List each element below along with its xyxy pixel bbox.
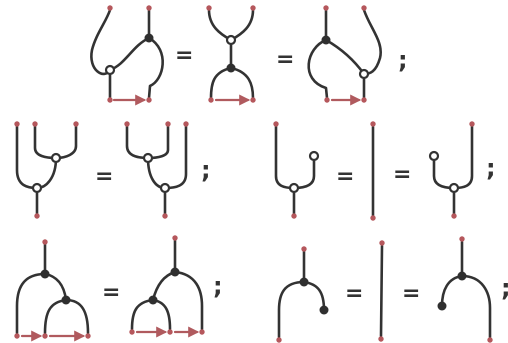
- row2-diagram-c: [273, 121, 320, 219]
- equals-sign: =: [175, 43, 193, 68]
- row2-diagram-a: [14, 121, 79, 219]
- equals-sign: =: [336, 164, 354, 189]
- semicolon: ;: [201, 156, 211, 184]
- row3-diagram-a: [14, 239, 91, 342]
- row2-identity-wire: [370, 121, 376, 221]
- equals-sign: =: [345, 281, 363, 306]
- row2-diagram-b: [124, 121, 189, 219]
- equals-sign: =: [276, 47, 294, 72]
- row3-identity-wire: [378, 240, 385, 342]
- row3-diagram-d: [437, 236, 493, 343]
- semicolon: ;: [501, 274, 508, 302]
- row1-diagram-b: [206, 5, 256, 106]
- row1-diagram-c: [307, 5, 382, 106]
- semicolon: ;: [213, 272, 223, 300]
- equals-sign: =: [393, 162, 411, 187]
- row2-diagram-d: [428, 121, 475, 219]
- row3-diagram-c: [276, 246, 329, 343]
- row1-diagram-a: [90, 5, 164, 106]
- semicolon: ;: [486, 154, 496, 182]
- equals-sign: =: [102, 280, 120, 305]
- equals-sign: =: [402, 281, 420, 306]
- row3-diagram-b: [129, 235, 205, 338]
- equals-sign: =: [95, 164, 113, 189]
- semicolon: ;: [398, 46, 408, 74]
